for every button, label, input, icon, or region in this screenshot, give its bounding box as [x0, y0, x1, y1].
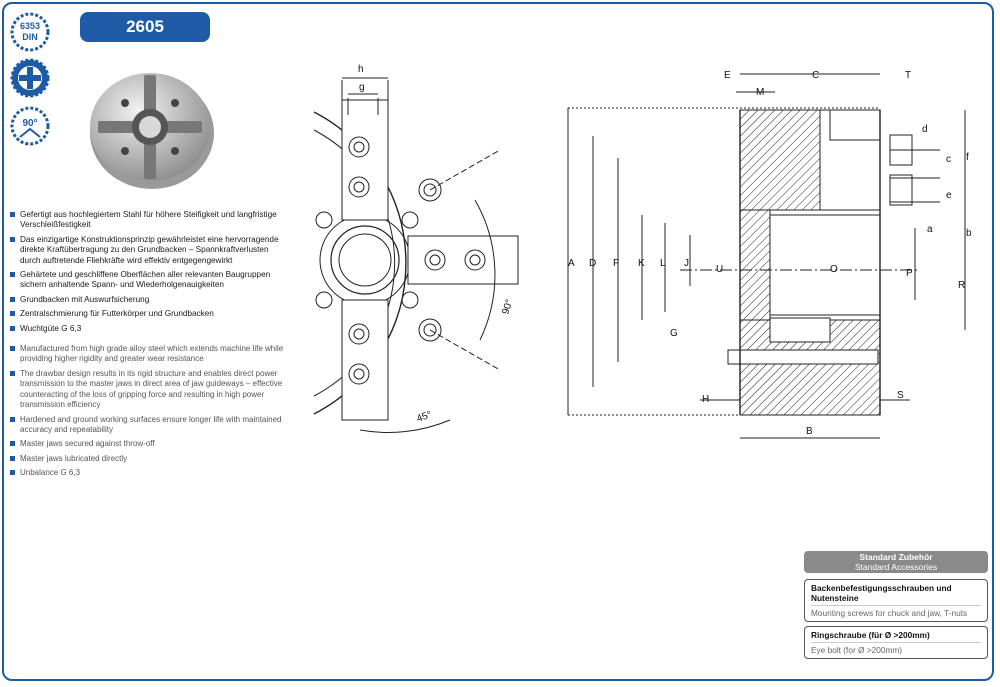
- feature-de: Gehärtete und geschliffene Oberflächen a…: [10, 270, 285, 291]
- accessory-item: Backenbefestigungsschrauben und Nutenste…: [804, 579, 988, 622]
- dim-a: a: [927, 224, 933, 235]
- feature-de: Wuchtgüte G 6,3: [10, 324, 285, 334]
- dim-b: b: [966, 228, 972, 239]
- dim-L: L: [660, 258, 666, 269]
- dim-M: M: [756, 87, 764, 98]
- dim-E: E: [724, 70, 731, 81]
- accessories-header: Standard Zubehör Standard Accessories: [804, 551, 988, 573]
- dim-S: S: [897, 390, 904, 401]
- din-number: 6353: [20, 21, 40, 31]
- feature-lists: Gefertigt aus hochlegiertem Stahl für hö…: [10, 210, 285, 483]
- dim-c: c: [946, 154, 951, 165]
- feature-en: Master jaws secured against throw-off: [10, 439, 285, 449]
- angle-90-label: 90°: [22, 118, 37, 129]
- side-section-view: [567, 73, 966, 439]
- dim-G: G: [670, 328, 678, 339]
- dim-U: U: [716, 264, 723, 275]
- drawing-dimension-labels: h g 90° 45° E C T M A D F K L J U O P G …: [358, 64, 972, 437]
- dim-45: 45°: [415, 409, 433, 425]
- accessory-item-de: Backenbefestigungsschrauben und Nutenste…: [811, 583, 952, 603]
- dim-A: A: [568, 258, 575, 269]
- dim-H: H: [702, 394, 709, 405]
- feature-de: Das einzigartige Konstruktionsprinzip ge…: [10, 235, 285, 266]
- product-number: 2605: [80, 12, 210, 42]
- dim-T: T: [905, 70, 911, 81]
- accessory-item-en: Eye bolt (for Ø >200mm): [811, 642, 981, 655]
- feature-en: Master jaws lubricated directly: [10, 454, 285, 464]
- feature-en: Unbalance G 6,3: [10, 468, 285, 478]
- dim-h: h: [358, 64, 364, 75]
- accessories-header-de: Standard Zubehör: [859, 552, 933, 562]
- din-label: DIN: [22, 32, 38, 42]
- dim-D: D: [589, 258, 596, 269]
- accessory-item-de: Ringschraube (für Ø >200mm): [811, 630, 930, 640]
- dim-d: d: [922, 124, 928, 135]
- feature-en: Manufactured from high grade alloy steel…: [10, 344, 285, 365]
- accessory-item: Ringschraube (für Ø >200mm) Eye bolt (fo…: [804, 626, 988, 659]
- dim-f: f: [966, 152, 969, 163]
- dim-R: R: [958, 280, 965, 291]
- dim-e: e: [946, 190, 952, 201]
- dim-90: 90°: [500, 298, 515, 316]
- technical-drawing: h g 90° 45° E C T M A D F K L J U O P G …: [313, 64, 972, 439]
- features-german: Gefertigt aus hochlegiertem Stahl für hö…: [10, 210, 285, 334]
- front-view: [313, 77, 519, 433]
- dim-J: J: [684, 258, 689, 269]
- feature-en: Hardened and ground working surfaces ens…: [10, 415, 285, 436]
- dim-K: K: [638, 258, 645, 269]
- angle-90-icon: 90°: [10, 106, 50, 146]
- dim-O: O: [830, 264, 838, 275]
- accessory-item-en: Mounting screws for chuck and jaw, T-nut…: [811, 605, 981, 618]
- gear-cross-icon: [10, 58, 50, 98]
- dim-C: C: [812, 70, 819, 81]
- accessories-header-en: Standard Accessories: [854, 562, 938, 572]
- dim-g: g: [359, 82, 365, 93]
- feature-de: Zentralschmierung für Futterkörper und G…: [10, 309, 285, 319]
- dim-P: P: [906, 268, 913, 279]
- feature-de: Gefertigt aus hochlegiertem Stahl für hö…: [10, 210, 285, 231]
- din-6353-badge-icon: 6353 DIN: [10, 12, 50, 52]
- feature-de: Grundbacken mit Auswurfsicherung: [10, 295, 285, 305]
- features-english: Manufactured from high grade alloy steel…: [10, 344, 285, 478]
- dim-B: B: [806, 426, 813, 437]
- dim-F: F: [613, 258, 619, 269]
- feature-en: The drawbar design results in its rigid …: [10, 369, 285, 411]
- chuck-photo-image: [90, 73, 214, 189]
